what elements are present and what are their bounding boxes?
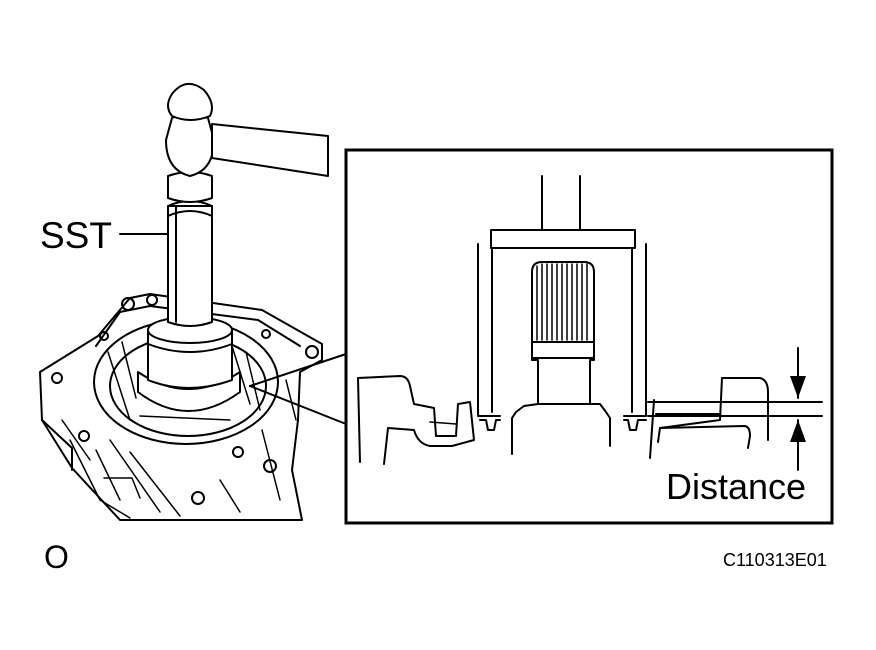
detail-view bbox=[357, 175, 823, 471]
distance-label: Distance bbox=[666, 466, 807, 507]
callout-lines bbox=[249, 353, 347, 425]
bearing-bore bbox=[93, 319, 279, 445]
sst-tool bbox=[137, 83, 329, 412]
illustration-code: C110313E01 bbox=[723, 550, 827, 570]
sst-label: SST bbox=[40, 215, 112, 256]
spline-teeth bbox=[536, 263, 588, 341]
view-mark: O bbox=[44, 539, 69, 575]
